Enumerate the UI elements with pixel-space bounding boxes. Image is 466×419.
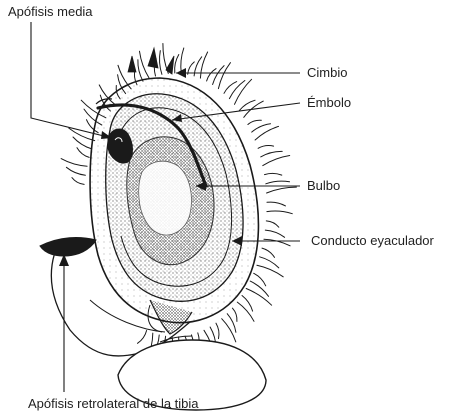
label-bulbo: Bulbo — [307, 178, 340, 193]
label-apofisis-media: Apófisis media — [8, 4, 93, 19]
hair — [266, 221, 279, 227]
hair — [61, 159, 87, 167]
hair — [265, 173, 282, 175]
hair — [255, 126, 278, 140]
hair — [267, 202, 286, 206]
hair — [200, 52, 207, 78]
hair — [246, 289, 271, 306]
hair — [235, 79, 252, 104]
hair — [224, 82, 237, 94]
hair — [237, 302, 254, 321]
cymbium-tip — [128, 48, 174, 74]
hair — [266, 181, 290, 184]
hair — [159, 51, 161, 75]
hair — [250, 281, 268, 296]
hair — [138, 331, 147, 344]
hair — [72, 178, 84, 185]
hair — [261, 151, 283, 157]
hair — [222, 319, 236, 342]
hair — [267, 211, 292, 214]
hair — [258, 146, 274, 149]
label-cimbio: Cimbio — [307, 65, 347, 80]
hair — [248, 120, 261, 124]
hair — [264, 239, 290, 246]
hair — [175, 55, 179, 74]
label-conducto: Conducto eyaculador — [311, 233, 435, 248]
hair — [265, 230, 284, 237]
hair — [257, 265, 283, 277]
hair — [66, 167, 85, 175]
hair — [263, 156, 290, 166]
hair — [262, 248, 275, 257]
label-embolo: Émbolo — [307, 95, 351, 110]
hair — [213, 66, 225, 85]
hair — [267, 187, 297, 193]
hair — [140, 51, 150, 78]
hair — [216, 323, 219, 338]
hair — [242, 296, 253, 312]
hair — [227, 314, 236, 333]
hair — [188, 62, 195, 74]
retrolateral-tibial-apophysis — [40, 238, 96, 256]
hair — [232, 308, 237, 321]
hair — [218, 63, 230, 89]
label-apofisis-retrolateral: Apófisis retrolateral de la tibia — [28, 396, 199, 411]
hair — [77, 148, 89, 158]
